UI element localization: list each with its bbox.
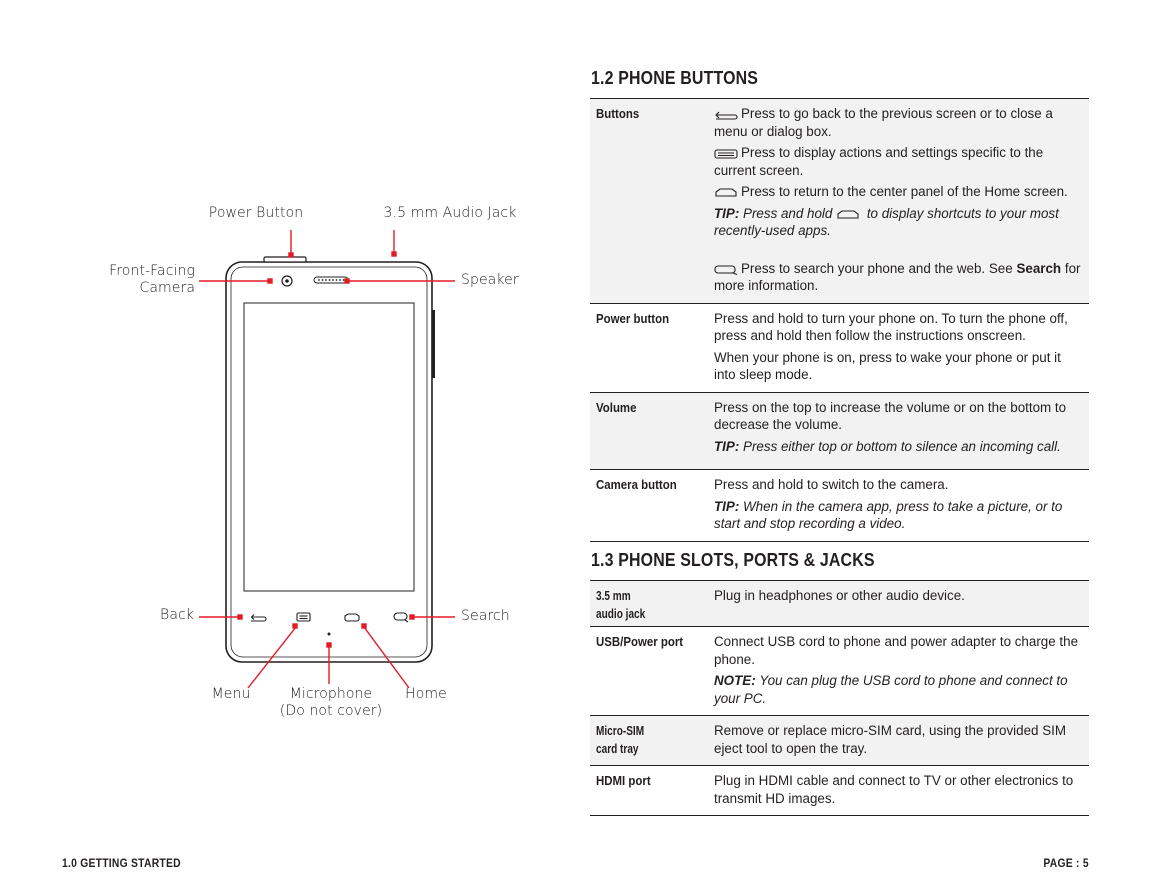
power-text-2: When your phone is on, press to wake you… bbox=[714, 349, 1061, 383]
phone-buttons-table: Buttons Press to go back to the previous… bbox=[590, 98, 1089, 542]
table-row: Power button Press and hold to turn your… bbox=[590, 303, 1089, 392]
label-front-camera-line1: Front-Facing bbox=[109, 263, 195, 279]
label-back: Back bbox=[160, 607, 194, 623]
menu-icon bbox=[714, 149, 738, 159]
row-value: Connect USB cord to phone and power adap… bbox=[707, 627, 1089, 716]
phone-screen bbox=[243, 302, 415, 592]
search-link[interactable]: Search bbox=[1016, 260, 1062, 276]
row-key: USB/Power port bbox=[596, 634, 684, 649]
table-row: HDMI port Plug in HDMI cable and connect… bbox=[590, 766, 1089, 816]
home-tip: TIP: Press and hold to display shortcuts… bbox=[714, 205, 1083, 240]
back-icon bbox=[715, 111, 738, 120]
row-key: Buttons bbox=[596, 106, 640, 121]
row-key: Camera button bbox=[596, 477, 677, 492]
label-audio-jack: 3.5 mm Audio Jack bbox=[383, 205, 517, 221]
tip-text-before: Press and hold bbox=[743, 205, 833, 221]
sim-text: Remove or replace micro-SIM card, using … bbox=[714, 723, 1067, 756]
side-button bbox=[432, 310, 435, 378]
table-row: USB/Power port Connect USB cord to phone… bbox=[590, 627, 1089, 716]
power-text-1: Press and hold to turn your phone on. To… bbox=[714, 310, 1068, 344]
home-description: Press to return to the center panel of t… bbox=[714, 183, 1083, 201]
menu-key-icon bbox=[296, 612, 311, 622]
search-key-icon bbox=[393, 612, 409, 623]
label-microphone-line1: Microphone bbox=[289, 686, 373, 702]
label-home: Home bbox=[405, 686, 447, 702]
label-front-camera-line2: Camera bbox=[139, 280, 195, 296]
note-text: You can plug the USB cord to phone and c… bbox=[714, 673, 1068, 706]
label-microphone-line2: (Do not cover) bbox=[279, 703, 383, 719]
volume-tip: TIP: Press either top or bottom to silen… bbox=[714, 438, 1083, 456]
tip-label: TIP: bbox=[714, 438, 740, 454]
row-value: Plug in HDMI cable and connect to TV or … bbox=[707, 766, 1089, 816]
usb-note: NOTE: You can plug the USB cord to phone… bbox=[714, 672, 1083, 707]
search-icon bbox=[714, 264, 738, 275]
home-icon bbox=[715, 188, 737, 197]
menu-description: Press to display actions and settings sp… bbox=[714, 145, 1044, 178]
table-row: Camera button Press and hold to switch t… bbox=[590, 470, 1089, 542]
table-row: Volume Press on the top to increase the … bbox=[590, 392, 1089, 470]
section-title-phone-buttons: 1.2 PHONE BUTTONS bbox=[591, 67, 759, 88]
label-search: Search bbox=[461, 608, 510, 624]
row-key: HDMI port bbox=[596, 773, 651, 788]
audio-jack-text: Plug in headphones or other audio device… bbox=[714, 588, 965, 603]
power-key bbox=[263, 256, 307, 263]
label-power-button: Power Button bbox=[208, 205, 304, 221]
search-description: Press to search your phone and the web. … bbox=[714, 260, 1081, 294]
row-value: Press on the top to increase the volume … bbox=[707, 392, 1089, 470]
tip-text: Press either top or bottom to silence an… bbox=[743, 438, 1061, 454]
row-value: Press and hold to switch to the camera. … bbox=[707, 470, 1089, 542]
label-microphone: Microphone (Do not cover) bbox=[266, 686, 396, 720]
tip-label: TIP: bbox=[714, 205, 740, 221]
note-label: NOTE: bbox=[714, 673, 756, 688]
tip-label: TIP: bbox=[714, 498, 740, 514]
row-key: Power button bbox=[596, 310, 670, 326]
table-row: Buttons Press to go back to the previous… bbox=[590, 98, 1089, 304]
phone-diagram bbox=[199, 230, 455, 689]
microphone-hole bbox=[327, 632, 331, 636]
hdmi-text: Plug in HDMI cable and connect to TV or … bbox=[714, 773, 1074, 806]
home-icon bbox=[837, 209, 859, 219]
row-value: Remove or replace micro-SIM card, using … bbox=[707, 716, 1089, 766]
volume-text: Press on the top to increase the volume … bbox=[714, 399, 1067, 433]
row-value: Press to go back to the previous screen … bbox=[707, 99, 1089, 304]
section-title-phone-slots: 1.3 PHONE SLOTS, PORTS & JACKS bbox=[591, 549, 875, 570]
footer-section: 1.0 GETTING STARTED bbox=[62, 856, 181, 870]
back-key-icon bbox=[250, 614, 267, 622]
tip-text: When in the camera app, press to take a … bbox=[714, 498, 1063, 532]
label-speaker: Speaker bbox=[461, 272, 519, 288]
row-key: Volume bbox=[596, 399, 637, 415]
footer-page-number: PAGE : 5 bbox=[1043, 856, 1089, 870]
label-menu: Menu bbox=[211, 686, 251, 702]
tip-text-after: to display shortcuts to your most recent… bbox=[714, 205, 1059, 239]
camera-tip: TIP: When in the camera app, press to ta… bbox=[714, 498, 1083, 533]
speaker-grille bbox=[313, 276, 349, 284]
label-front-camera: Front-Facing Camera bbox=[80, 263, 195, 297]
row-value: Press and hold to turn your phone on. To… bbox=[707, 303, 1089, 392]
camera-text: Press and hold to switch to the camera. bbox=[714, 477, 949, 492]
row-value: Plug in headphones or other audio device… bbox=[707, 581, 1089, 627]
back-description: Press to go back to the previous screen … bbox=[714, 106, 1053, 139]
usb-text: Connect USB cord to phone and power adap… bbox=[714, 634, 1079, 667]
home-key-icon bbox=[344, 613, 360, 622]
